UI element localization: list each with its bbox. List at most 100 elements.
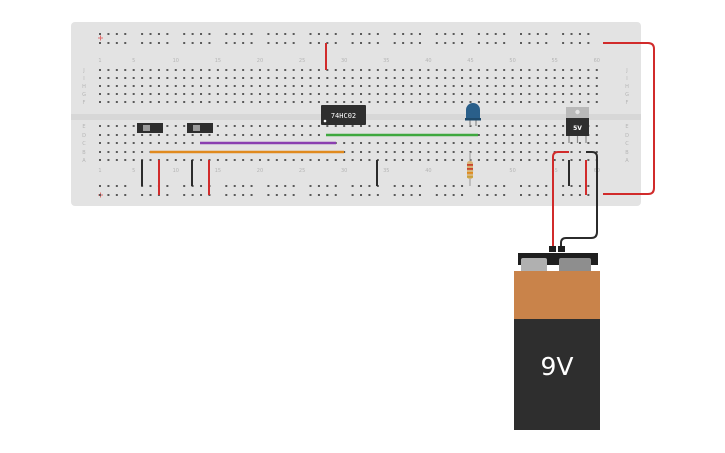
terminal-hole[interactable] <box>107 151 110 153</box>
terminal-hole[interactable] <box>174 85 177 87</box>
terminal-hole[interactable] <box>317 134 320 136</box>
rail-hole[interactable] <box>107 33 110 35</box>
terminal-hole[interactable] <box>183 125 186 127</box>
terminal-hole[interactable] <box>301 134 304 136</box>
rail-hole[interactable] <box>141 42 144 44</box>
terminal-hole[interactable] <box>132 151 135 153</box>
led[interactable] <box>465 103 481 126</box>
terminal-hole[interactable] <box>444 101 447 103</box>
terminal-hole[interactable] <box>553 85 556 87</box>
terminal-hole[interactable] <box>326 77 329 79</box>
terminal-hole[interactable] <box>242 77 245 79</box>
terminal-hole[interactable] <box>225 77 228 79</box>
rail-hole[interactable] <box>292 33 295 35</box>
terminal-hole[interactable] <box>233 69 236 71</box>
terminal-hole[interactable] <box>536 125 539 127</box>
terminal-hole[interactable] <box>376 77 379 79</box>
terminal-hole[interactable] <box>250 134 253 136</box>
terminal-hole[interactable] <box>326 125 329 127</box>
rail-hole[interactable] <box>233 42 236 44</box>
terminal-hole[interactable] <box>511 159 514 161</box>
terminal-hole[interactable] <box>317 125 320 127</box>
terminal-hole[interactable] <box>477 77 480 79</box>
rail-hole[interactable] <box>562 194 565 196</box>
terminal-hole[interactable] <box>301 77 304 79</box>
terminal-hole[interactable] <box>183 77 186 79</box>
terminal-hole[interactable] <box>258 159 261 161</box>
terminal-hole[interactable] <box>233 85 236 87</box>
terminal-hole[interactable] <box>477 142 480 144</box>
terminal-hole[interactable] <box>385 125 388 127</box>
terminal-hole[interactable] <box>587 159 590 161</box>
terminal-hole[interactable] <box>250 77 253 79</box>
terminal-hole[interactable] <box>292 85 295 87</box>
terminal-hole[interactable] <box>174 69 177 71</box>
terminal-hole[interactable] <box>536 151 539 153</box>
terminal-hole[interactable] <box>351 101 354 103</box>
terminal-hole[interactable] <box>99 134 101 136</box>
terminal-hole[interactable] <box>301 159 304 161</box>
terminal-hole[interactable] <box>292 125 295 127</box>
rail-hole[interactable] <box>225 42 228 44</box>
rail-hole[interactable] <box>520 194 522 196</box>
terminal-hole[interactable] <box>115 85 118 87</box>
rail-hole[interactable] <box>275 194 278 196</box>
terminal-hole[interactable] <box>452 69 455 71</box>
terminal-hole[interactable] <box>385 77 388 79</box>
terminal-hole[interactable] <box>385 142 388 144</box>
terminal-hole[interactable] <box>435 101 438 103</box>
terminal-hole[interactable] <box>360 151 363 153</box>
terminal-hole[interactable] <box>267 69 270 71</box>
terminal-hole[interactable] <box>284 77 287 79</box>
terminal-hole[interactable] <box>444 93 447 95</box>
terminal-hole[interactable] <box>233 77 236 79</box>
terminal-hole[interactable] <box>578 69 581 71</box>
rail-hole[interactable] <box>418 33 421 35</box>
terminal-hole[interactable] <box>107 85 110 87</box>
terminal-hole[interactable] <box>385 101 388 103</box>
rail-hole[interactable] <box>418 185 421 187</box>
terminal-hole[interactable] <box>461 101 464 103</box>
terminal-hole[interactable] <box>452 125 455 127</box>
terminal-hole[interactable] <box>208 93 211 95</box>
terminal-hole[interactable] <box>309 125 312 127</box>
rail-hole[interactable] <box>368 185 371 187</box>
terminal-hole[interactable] <box>132 77 135 79</box>
terminal-hole[interactable] <box>351 125 354 127</box>
terminal-hole[interactable] <box>275 125 278 127</box>
rail-hole[interactable] <box>326 194 329 196</box>
terminal-hole[interactable] <box>242 69 245 71</box>
terminal-hole[interactable] <box>511 151 514 153</box>
terminal-hole[interactable] <box>562 69 565 71</box>
terminal-hole[interactable] <box>309 134 312 136</box>
terminal-hole[interactable] <box>595 85 598 87</box>
terminal-hole[interactable] <box>494 134 497 136</box>
terminal-hole[interactable] <box>520 125 522 127</box>
terminal-hole[interactable] <box>469 101 472 103</box>
terminal-hole[interactable] <box>578 85 581 87</box>
terminal-hole[interactable] <box>292 93 295 95</box>
rail-hole[interactable] <box>393 42 396 44</box>
terminal-hole[interactable] <box>435 142 438 144</box>
terminal-hole[interactable] <box>132 85 135 87</box>
rail-hole[interactable] <box>578 185 581 187</box>
rail-hole[interactable] <box>191 42 194 44</box>
rail-hole[interactable] <box>376 194 379 196</box>
terminal-hole[interactable] <box>494 151 497 153</box>
terminal-hole[interactable] <box>562 93 565 95</box>
terminal-hole[interactable] <box>486 77 489 79</box>
terminal-hole[interactable] <box>191 101 194 103</box>
terminal-hole[interactable] <box>486 151 489 153</box>
terminal-hole[interactable] <box>115 142 118 144</box>
terminal-hole[interactable] <box>402 142 405 144</box>
rail-hole[interactable] <box>115 194 118 196</box>
rail-hole[interactable] <box>149 194 152 196</box>
rail-hole[interactable] <box>267 42 270 44</box>
terminal-hole[interactable] <box>545 69 548 71</box>
terminal-hole[interactable] <box>402 101 405 103</box>
terminal-hole[interactable] <box>545 151 548 153</box>
terminal-hole[interactable] <box>124 77 127 79</box>
rail-hole[interactable] <box>124 185 127 187</box>
terminal-hole[interactable] <box>528 69 531 71</box>
terminal-hole[interactable] <box>115 101 118 103</box>
